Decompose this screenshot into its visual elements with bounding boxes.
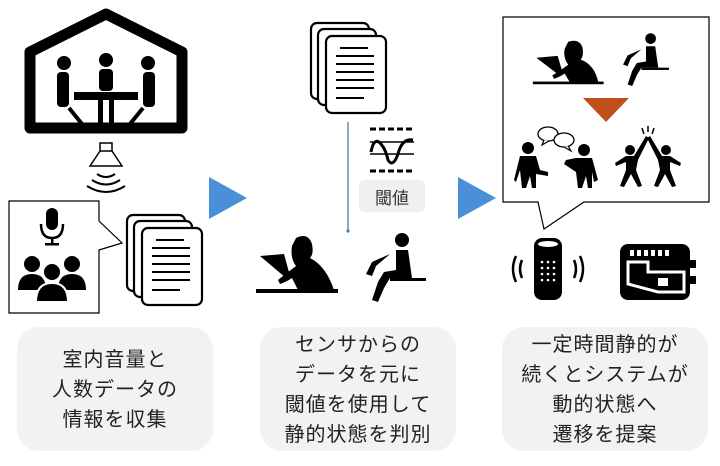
threshold-label: 閾値 [359, 180, 425, 212]
step-2-card: センサからの データを元に 閾値を使用して 静的状態を判別 [260, 327, 456, 451]
person-laptop-icon [532, 40, 604, 85]
person-laptop-icon [256, 236, 338, 293]
high-five-icon [615, 126, 681, 187]
person-sitting-icon [623, 33, 669, 86]
step-3-description: 一定時間静的が 続くとシステムが 動的状態へ 遷移を提案 [521, 332, 689, 446]
microphone-icon [39, 208, 65, 246]
person-sitting-icon [366, 233, 426, 302]
flow-arrow-1 [209, 177, 247, 219]
transition-arrow-down [583, 98, 629, 122]
conversation-icon [514, 126, 598, 188]
connector-line [346, 122, 350, 233]
documents-icon [309, 21, 388, 115]
step-2-description: センサからの データを元に 閾値を使用して 静的状態を判別 [284, 332, 432, 446]
threshold-wave-icon [369, 127, 414, 173]
flow-arrow-2 [458, 177, 496, 219]
step-1-description: 室内音量と 人数データの 情報を収集 [52, 347, 178, 431]
step-1-card: 室内音量と 人数データの 情報を収集 [17, 327, 213, 451]
step-3-card: 一定時間静的が 続くとシステムが 動的状態へ 遷移を提案 [502, 327, 708, 451]
circuit-board-icon [620, 244, 696, 300]
smart-speaker-icon [511, 238, 585, 300]
ceiling-sensor-icon [86, 142, 126, 193]
people-group-icon [18, 256, 86, 302]
house-meeting-icon [24, 8, 188, 134]
documents-icon [125, 213, 204, 307]
